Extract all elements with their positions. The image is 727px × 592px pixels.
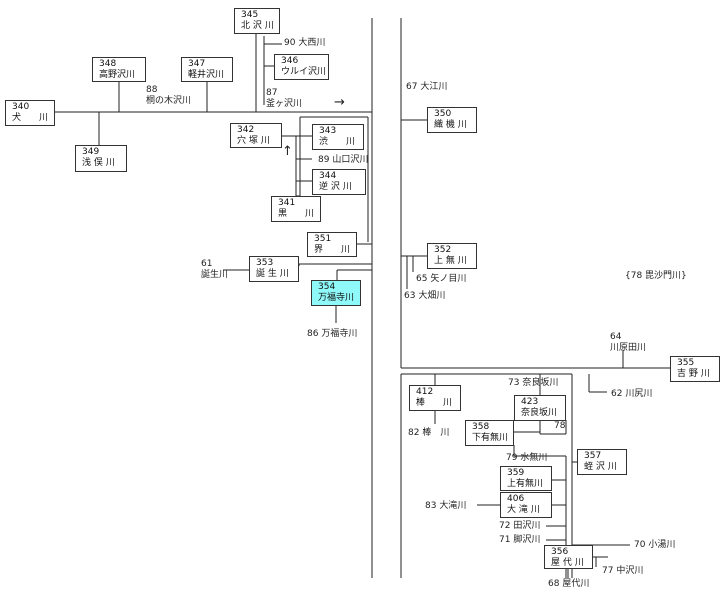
tributary-label-77: 77 中沢川 bbox=[602, 566, 644, 576]
tributary-label-61: 61 bbox=[201, 259, 213, 269]
tributary-label-78: 78 bbox=[554, 421, 566, 431]
tributary-label-62: 62 川尻川 bbox=[611, 389, 653, 399]
flow-arrow-right: → bbox=[334, 95, 345, 110]
tributary-label-88: 88 bbox=[146, 85, 158, 95]
tributary-label-86: 86 万福寺川 bbox=[307, 329, 358, 339]
tributary-label-89: 89 山口沢川 bbox=[318, 155, 369, 165]
tributary-label-73: 73 奈良坂川 bbox=[508, 378, 559, 388]
tributary-label-78-bishamon: {78 毘沙門川} bbox=[625, 271, 687, 281]
tributary-label-68: 68 屋代川 bbox=[548, 579, 590, 589]
tributary-label-87-name: 釜ヶ沢川 bbox=[266, 99, 303, 109]
tributary-label-65: 65 矢ノ目川 bbox=[416, 274, 467, 284]
tributary-label-70: 70 小湯川 bbox=[634, 540, 676, 550]
tributary-label-83: 83 大滝川 bbox=[425, 501, 467, 511]
tributary-label-67: 67 大江川 bbox=[406, 82, 448, 92]
tributary-label-90: 90 大西川 bbox=[284, 38, 326, 48]
tributary-label-87: 87 bbox=[266, 88, 278, 98]
tributary-label-88-name: 桐の木沢川 bbox=[146, 96, 192, 106]
tributary-label-63: 63 大畑川 bbox=[404, 291, 446, 301]
tributary-label-64: 64 bbox=[610, 332, 622, 342]
tributary-label-72: 72 田沢川 bbox=[499, 521, 541, 531]
tributary-label-61-name: 誕生川 bbox=[201, 270, 229, 280]
tributary-label-79: 79 水無川 bbox=[506, 453, 548, 463]
flow-arrow-up: ↑ bbox=[282, 144, 293, 159]
tributary-label-82: 82 棒 川 bbox=[408, 428, 450, 438]
tributary-label-64-name: 川原田川 bbox=[610, 343, 647, 353]
tributary-label-71: 71 脚沢川 bbox=[499, 535, 541, 545]
